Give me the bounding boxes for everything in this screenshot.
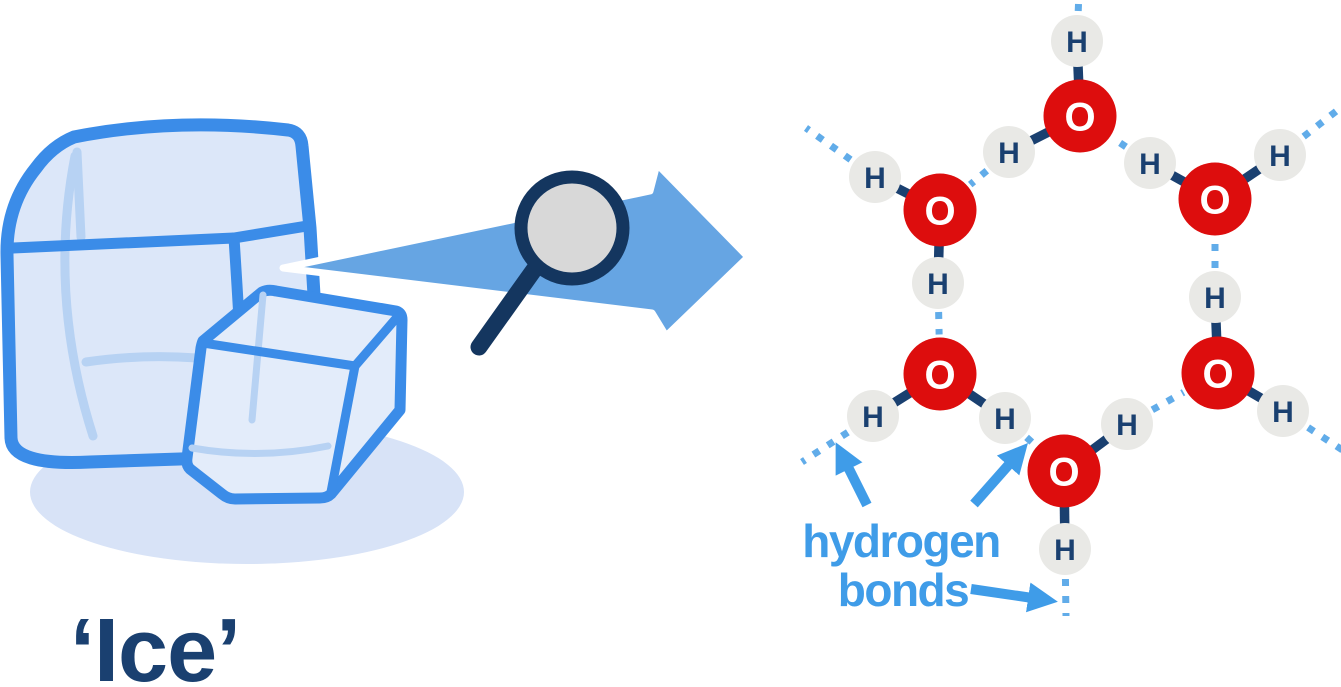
- hydrogen-atom: [979, 392, 1031, 444]
- hydrogen-bonds-label-line2: bonds: [838, 564, 968, 616]
- hydrogen-atom: [912, 257, 964, 309]
- hydrogen-atom: [1039, 523, 1091, 575]
- hydrogen-atom-label: H: [998, 137, 1020, 170]
- annotation-arrow-right: [970, 582, 1058, 613]
- hydrogen-atom-label: H: [864, 162, 886, 195]
- hydrogen-atom-label: H: [1116, 409, 1138, 442]
- ice-caption: ‘Ice’: [70, 601, 240, 687]
- hydrogen-atom: [1257, 385, 1309, 437]
- hydrogen-bonds-label-line1: hydrogen: [802, 515, 1000, 567]
- hydrogen-atom: [1124, 137, 1176, 189]
- annotation-arrow-middle: [970, 443, 1028, 508]
- hydrogen-atom: [847, 390, 899, 442]
- hydrogen-atom: [1101, 398, 1153, 450]
- oxygen-atom: [1178, 162, 1252, 236]
- large-cube-accent-front: [81, 352, 202, 367]
- hydrogen-atom-label: H: [994, 403, 1016, 436]
- small-cube-body: [181, 284, 408, 505]
- small-cube-edges: [198, 310, 404, 497]
- hydrogen-atom: [1189, 271, 1241, 323]
- hydrogen-atom: [983, 126, 1035, 178]
- hydrogen-atom: [1051, 15, 1103, 67]
- hydrogen-atom-label: H: [1139, 148, 1161, 181]
- hydrogen-bond: [967, 167, 990, 188]
- oxygen-atom-label: O: [1048, 450, 1079, 494]
- oxygen-atom-label: O: [924, 353, 955, 397]
- magnifier-lens: [514, 170, 630, 286]
- small-cube-accent-back: [248, 291, 267, 424]
- small-cube-accent-front: [188, 442, 332, 457]
- hydrogen-atom-label: H: [1269, 140, 1291, 173]
- hydrogen-atom: [849, 151, 901, 203]
- hydrogen-atom-label: H: [862, 401, 884, 434]
- dangling-hydrogen-bond: [803, 125, 853, 163]
- magnifier-handle: [470, 258, 545, 356]
- oxygen-atom-label: O: [1064, 95, 1095, 139]
- dangling-hydrogen-bond: [1061, 578, 1070, 617]
- hydrogen-atom-label: H: [1204, 282, 1226, 315]
- zoom-arrow-icon: [279, 160, 752, 340]
- oxygen-atom-label: O: [1202, 352, 1233, 396]
- hydrogen-atom: [1254, 129, 1306, 181]
- large-cube-accent-left: [60, 151, 98, 441]
- hydrogen-bonds-annotation: hydrogen bonds: [802, 442, 1058, 616]
- hydrogen-atom-label: H: [1272, 396, 1294, 429]
- dangling-hydrogen-bond: [1074, 0, 1083, 12]
- magnifier-icon: [470, 170, 630, 356]
- oxygen-atom-label: O: [924, 189, 955, 233]
- hydrogen-bond: [1024, 434, 1037, 448]
- oxygen-atom: [1043, 79, 1117, 153]
- dangling-hydrogen-bond: [1301, 103, 1341, 140]
- annotation-arrow-left: [835, 442, 872, 508]
- hydrogen-bond: [1110, 135, 1128, 150]
- hydrogen-atom-label: H: [927, 268, 949, 301]
- hydrogen-atom-label: H: [1054, 534, 1076, 567]
- hydrogen-bond: [1150, 389, 1186, 413]
- oxygen-atom: [1181, 336, 1255, 410]
- oxygen-atom-label: O: [1199, 178, 1230, 222]
- oxygen-atom: [1027, 434, 1101, 508]
- small-ice-cube: [181, 284, 408, 505]
- oxygen-atom: [903, 173, 977, 247]
- large-cube-accent-top: [72, 147, 86, 242]
- hydrogen-atom-label: H: [1066, 26, 1088, 59]
- dangling-hydrogen-bond: [1306, 424, 1341, 454]
- oxygen-atom: [903, 337, 977, 411]
